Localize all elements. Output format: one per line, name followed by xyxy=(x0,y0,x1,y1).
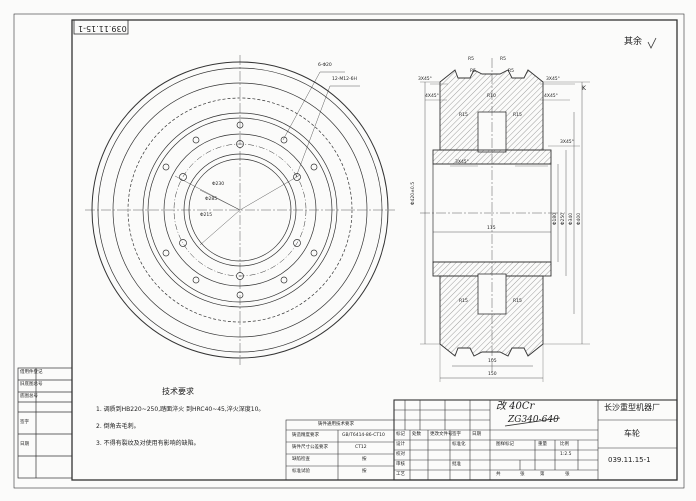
chamfer-1: 3X45° xyxy=(418,77,432,82)
casting-row-2-label: 铸件尺寸公差要求 xyxy=(292,445,328,450)
left-strip-1: 借用件登记 xyxy=(20,370,43,375)
left-strip-3: 底图总号 xyxy=(20,394,38,399)
casting-title: 铸件通用技术要求 xyxy=(318,422,354,427)
material-struck: ZG340-640 xyxy=(508,415,559,425)
code-box xyxy=(73,19,129,35)
dim-tread: Φ420±0.5 xyxy=(411,181,416,205)
dim-285: Φ285 xyxy=(205,197,218,202)
row-label-5: 标准化 xyxy=(452,442,466,447)
tables xyxy=(285,399,678,481)
radius-4: R15 xyxy=(513,113,522,118)
part-name: 车轮 xyxy=(624,429,640,438)
radius-1: R5 xyxy=(468,57,474,62)
dim-bore: Φ180 xyxy=(553,212,558,225)
tech-title: 技术要求 xyxy=(162,387,194,396)
dim-hub: Φ250 xyxy=(561,212,566,225)
row-label-4: 工艺 xyxy=(396,472,405,477)
casting-row-4-value: 按 xyxy=(362,469,367,474)
dim-rim: 105 xyxy=(488,359,497,364)
header-cell-3: 更改文件号 xyxy=(430,432,453,437)
dim-flange-2: Φ400 xyxy=(577,212,582,225)
tech-item-2: 2. 倒角去毛刺。 xyxy=(96,423,140,430)
row-label-1: 设计 xyxy=(396,442,405,447)
company-name: 长沙重型机器厂 xyxy=(604,403,660,412)
dim-215: Φ215 xyxy=(200,213,213,218)
sheet-label-3: 第 xyxy=(540,472,545,477)
row-label-6: 批准 xyxy=(452,462,461,467)
casting-row-3-label: 缺陷检查 xyxy=(292,457,310,462)
casting-row-2-value: CT12 xyxy=(355,445,367,450)
leader-holes: 6-Φ20 xyxy=(318,63,332,68)
row-label-2: 校对 xyxy=(396,452,405,457)
tech-item-3: 3. 不得有裂纹及对使用有影响的缺陷。 xyxy=(96,440,200,447)
chamfer-6: 3X45° xyxy=(560,140,574,145)
casting-row-1-value: GB/T6414-86-CT10 xyxy=(342,433,385,438)
chamfer-4: 4X45° xyxy=(544,94,558,99)
left-strip-5: 日期 xyxy=(20,442,29,447)
radius-5: R15 xyxy=(459,299,468,304)
tech-item-1: 1. 调质到HB220~250,踏面淬火 到HRC40~45,淬火深度10。 xyxy=(96,406,265,413)
left-strip-4: 签字 xyxy=(20,420,29,425)
chamfer-3: 3X45° xyxy=(546,77,560,82)
casting-row-1-label: 铸造精度要求 xyxy=(292,433,319,438)
casting-row-4-label: 标准试验 xyxy=(292,469,310,474)
stage-label-2: 重量 xyxy=(538,442,547,447)
radius-r10: R10 xyxy=(487,94,496,99)
scale: 1:2.5 xyxy=(560,452,572,457)
radius-8: R5 xyxy=(508,69,514,74)
chamfer-5: 3X45° xyxy=(455,160,469,165)
sheet-label-4: 张 xyxy=(565,472,570,477)
section-view xyxy=(420,58,590,382)
leader-threads: 12-M12-6H xyxy=(332,77,357,82)
radius-3: R15 xyxy=(459,113,468,118)
row-label-3: 审核 xyxy=(396,462,405,467)
dim-flange-1: Φ340 xyxy=(569,212,574,225)
header-cell-5: 日期 xyxy=(472,432,481,437)
dim-inner-width: 115 xyxy=(487,226,496,231)
dim-230: Φ230 xyxy=(212,182,225,187)
drawing-number: 039.11.15-1 xyxy=(608,456,651,464)
roughness-check-icon xyxy=(647,37,657,49)
roughness-note: 其余 xyxy=(624,37,643,47)
header-cell-1: 标记 xyxy=(396,432,405,437)
sheet-label-1: 共 xyxy=(496,472,501,477)
front-view xyxy=(85,55,395,365)
casting-row-3-value: 按 xyxy=(362,457,367,462)
left-strip-2: 旧底图总号 xyxy=(20,382,43,387)
chamfer-2: 4X45° xyxy=(425,94,439,99)
header-cell-2: 处数 xyxy=(412,432,421,437)
stage-label-1: 图样标记 xyxy=(496,442,514,447)
left-strip xyxy=(17,367,73,479)
stage-label-3: 比例 xyxy=(560,442,569,447)
drawing-code-rotated: 039.11.15-1 xyxy=(78,24,127,33)
radius-6: R15 xyxy=(513,299,522,304)
radius-2: R5 xyxy=(500,57,506,62)
radius-7: R5 xyxy=(470,69,476,74)
point-k: K xyxy=(582,85,586,92)
header-cell-4: 签字 xyxy=(452,432,461,437)
outer-border xyxy=(13,13,685,489)
material-handwritten: 改 40Cr xyxy=(496,401,535,412)
dim-total-width: 150 xyxy=(488,372,497,377)
sheet-label-2: 张 xyxy=(520,472,525,477)
